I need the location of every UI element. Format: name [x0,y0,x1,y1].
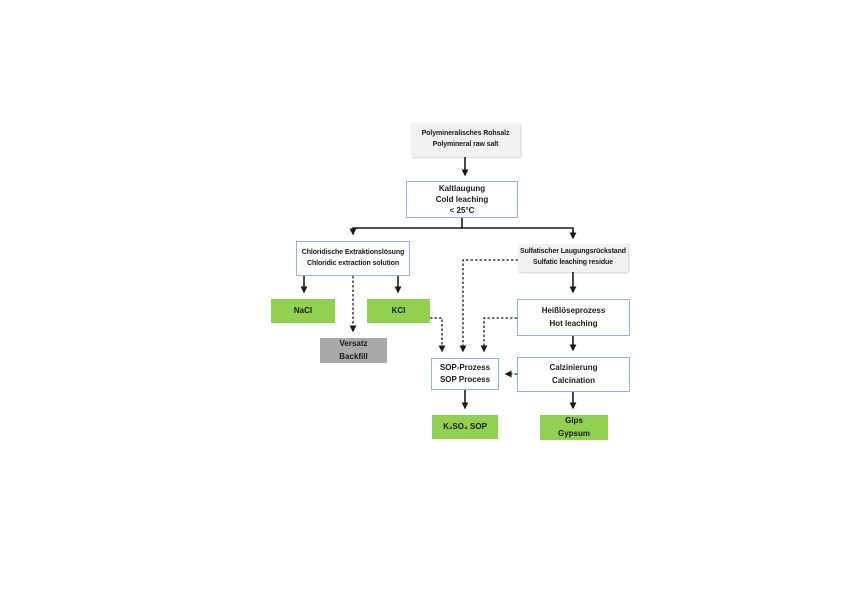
box-label-line: Cold leaching [435,194,489,204]
box-label-line: Polymineralisches Rohsalz [421,130,510,138]
box-raw-salt: Polymineralisches Rohsalz Polymineral ra… [411,123,520,157]
box-calcination: Calzinierung Calcination [517,357,630,392]
box-label-line: SOP-Prozess [439,362,491,372]
box-kcl: KCl [367,299,430,323]
connector-branch-to-sulfatic [462,227,577,240]
box-sulfatic-residue: Sulfatischer Laugungsrückstand Sulfatic … [518,244,628,272]
box-label-line: Polymineral raw salt [432,141,499,148]
box-label-line: Chloridische Extraktionslösung [301,248,405,256]
box-hot-leaching: Heißlöseprozess Hot leaching [517,299,630,336]
box-label-line: K₂SO₄ SOP [443,421,487,431]
box-label-line: Gypsum [557,428,590,438]
box-label-line: Backfill [339,351,368,361]
box-label-line: NaCl [293,305,313,315]
box-label-line: Sulfatischer Laugungsrückstand [520,248,626,256]
connector-kcl-to-sop-dashed [430,317,446,353]
box-k2so4-sop: K₂SO₄ SOP [432,415,498,439]
box-label-line: Kaltlaugung [438,183,486,193]
box-nacl: NaCl [271,299,335,323]
box-gypsum: Gips Gypsum [540,415,608,440]
box-label-line: Hot leaching [549,318,598,328]
connector-sulfatic-to-sop-dashed [459,259,518,353]
box-label-line: Calcination [551,375,596,385]
box-cold-leaching: Kaltlaugung Cold leaching < 25°C [406,181,518,218]
box-label-line: KCl [391,305,406,315]
box-label-line: Gips [565,416,583,426]
box-label-line: Heißlöseprozess [541,306,606,316]
box-label-line: SOP Process [439,375,491,384]
connector-hotleaching-to-sop-dashed [480,317,517,353]
box-sop-process: SOP-Prozess SOP Process [431,358,499,390]
box-label-line: Sulfatic leaching residue [533,259,613,266]
box-label-line: < 25°C [449,206,475,216]
connector-branch-to-chloridic [349,227,462,236]
box-label-line: Calzinierung [549,363,598,373]
box-backfill: Versatz Backfill [320,338,387,363]
box-chloridic-solution: Chloridische Extraktionslösung Chloridic… [296,241,410,276]
box-label-line: Chloridic extraction solution [307,259,399,267]
box-label-line: Versatz [339,339,368,349]
